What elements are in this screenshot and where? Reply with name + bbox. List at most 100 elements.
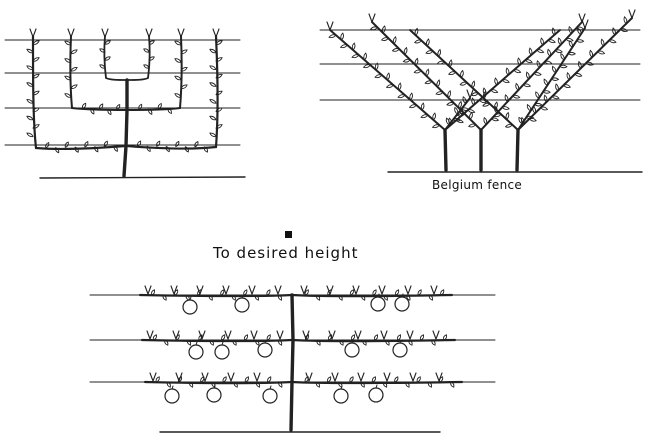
shoot-tip	[212, 28, 220, 38]
leaf	[70, 49, 78, 55]
leaf	[502, 79, 510, 84]
leaf	[180, 49, 188, 55]
leaf	[194, 141, 199, 148]
shoot-tip	[628, 9, 636, 19]
right-middle-arm	[126, 35, 183, 111]
leaf	[316, 294, 321, 301]
leaf	[113, 145, 118, 152]
leaf	[266, 289, 271, 296]
leaf	[209, 115, 217, 121]
section-marker-icon	[285, 231, 292, 238]
leaf	[547, 48, 551, 57]
fruit	[182, 299, 198, 315]
leaf	[435, 91, 444, 95]
spur	[149, 372, 157, 382]
leaf	[203, 146, 208, 153]
leaf	[146, 145, 151, 153]
leaf	[512, 94, 521, 99]
leaf	[340, 32, 344, 41]
leaf	[471, 80, 476, 89]
leaf	[414, 27, 419, 36]
leaf	[392, 36, 397, 45]
leaf	[623, 16, 628, 25]
ground-line	[39, 176, 246, 179]
left-cordon-arm	[143, 380, 294, 385]
leaf	[166, 381, 171, 388]
spur	[198, 330, 206, 340]
spur	[170, 285, 178, 295]
fruit	[206, 387, 222, 403]
leaf	[425, 50, 434, 54]
leaf	[523, 83, 532, 88]
leaf	[84, 140, 89, 148]
spur	[144, 285, 152, 295]
leaf	[414, 57, 419, 66]
right-top-arm	[126, 35, 151, 81]
fruit-stem	[264, 339, 267, 344]
leaf	[425, 68, 430, 77]
spur	[435, 372, 443, 382]
fruit	[394, 296, 410, 312]
fruit-stem	[377, 293, 380, 298]
leaf	[103, 140, 108, 147]
leaf	[526, 103, 532, 112]
leaf	[209, 48, 217, 54]
leaf	[64, 40, 72, 46]
leaf	[143, 48, 150, 53]
leaf	[560, 52, 565, 61]
shoot-tip	[177, 28, 185, 38]
belgium-fence-caption: Belgium fence	[432, 178, 523, 192]
leaf	[585, 61, 594, 66]
leaf	[189, 381, 194, 388]
leaf	[162, 294, 167, 301]
fruit	[392, 342, 408, 358]
leaf	[505, 111, 510, 120]
leaf	[431, 124, 440, 129]
leaf	[437, 48, 442, 57]
leaf	[442, 334, 448, 341]
leaf	[620, 28, 629, 32]
shoot-tip	[466, 89, 474, 99]
spur	[352, 285, 360, 295]
shoot-tip	[145, 28, 153, 38]
spur	[300, 285, 308, 295]
leaf	[220, 289, 225, 296]
leaf	[174, 93, 182, 98]
leaf	[255, 381, 261, 388]
leaf	[327, 334, 333, 341]
leaf	[304, 376, 309, 383]
leaf	[64, 141, 69, 148]
leaf	[567, 51, 576, 56]
leaf	[232, 339, 237, 346]
leaf	[26, 115, 34, 121]
leaf	[525, 59, 533, 64]
spur	[253, 372, 261, 382]
leaf	[568, 25, 573, 34]
fruit-stem	[340, 385, 343, 390]
right-outer-arm	[124, 34, 219, 150]
leaf	[373, 334, 379, 341]
leaf	[395, 289, 400, 296]
leaf	[266, 334, 271, 341]
leaf	[413, 39, 422, 44]
leaf	[267, 376, 272, 383]
leaf	[402, 58, 411, 63]
leaf	[482, 90, 487, 99]
leaf	[471, 97, 475, 106]
leaf	[243, 334, 249, 341]
leaf	[371, 376, 376, 383]
spur	[227, 372, 235, 382]
left-cordon-arm	[140, 338, 294, 343]
leaf	[32, 90, 40, 96]
leaf	[440, 289, 445, 296]
leaf	[115, 104, 121, 111]
leaf	[491, 117, 500, 122]
fruit	[262, 388, 278, 404]
leaf	[397, 94, 406, 99]
leaf	[551, 65, 557, 74]
desired-height-caption: To desired height	[213, 244, 359, 262]
fruit-stem	[241, 294, 244, 299]
leaf	[137, 140, 142, 147]
leaf	[417, 289, 422, 296]
leaf	[243, 289, 248, 296]
